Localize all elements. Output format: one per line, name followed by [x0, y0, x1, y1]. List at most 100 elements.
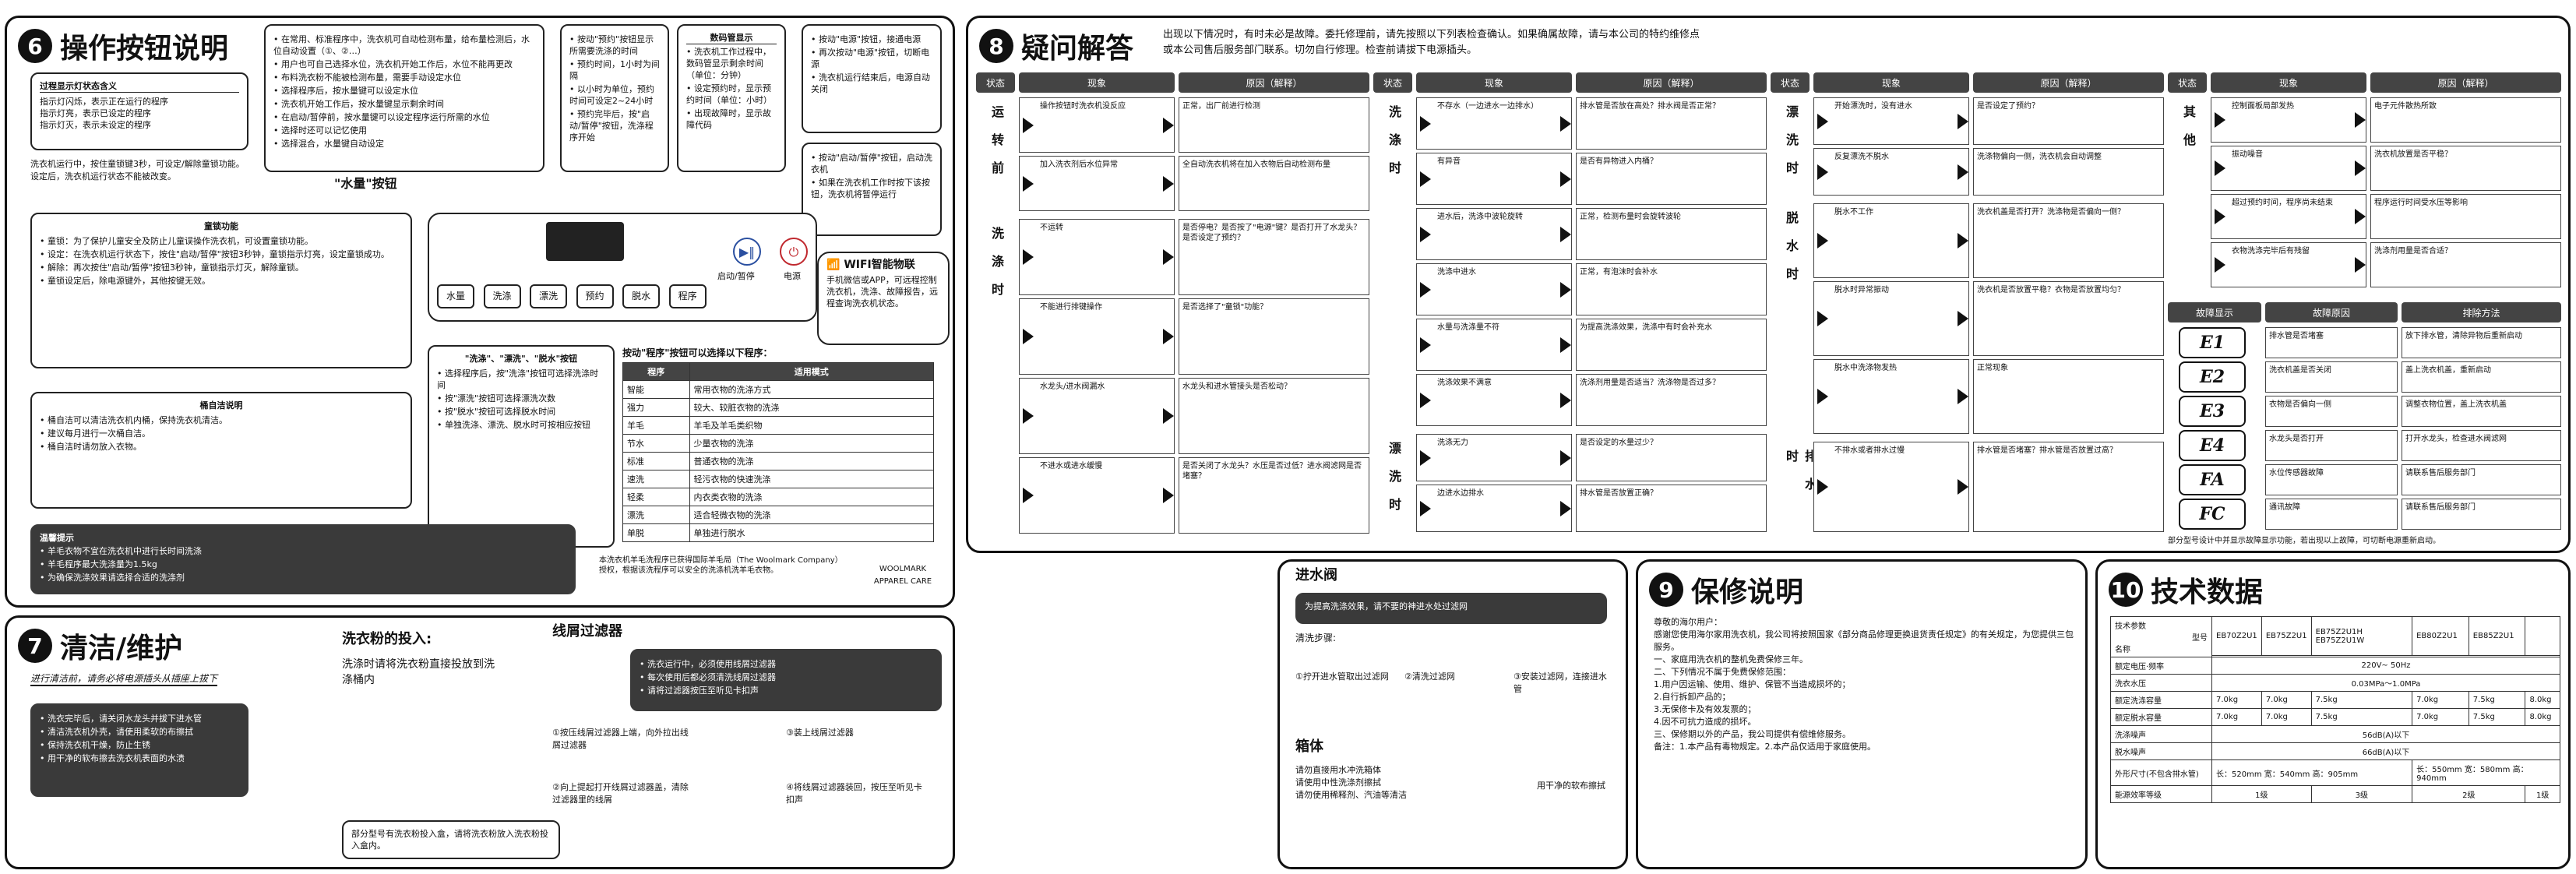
table-row: 强力较大、较脏衣物的洗涤	[622, 398, 934, 417]
legend-line: 指示灯亮，表示已设定的程序	[40, 108, 151, 118]
fault-fix: 调整衣物位置，盖上洗衣机盖	[2402, 396, 2561, 427]
wifi-section: 📶 WIFI智能物联 手机微信或APP，可远程控制洗衣机，洗涤、故障报告，远程查…	[817, 252, 950, 345]
state-label: 脱水时	[1784, 211, 1799, 295]
tub-clean-section: 桶自洁说明 桶自洁可以清洁洗衣机内桶，保持洗衣机清洁。建议每月进行一次桶自洁。桶…	[30, 392, 412, 509]
arrow-right-icon	[1163, 329, 1174, 344]
state-label: 漂洗时	[1387, 442, 1401, 526]
state-label: 洗涤时	[989, 227, 1004, 311]
reserve-button[interactable]: 预约	[576, 284, 614, 308]
troubleshoot-column: 状态现象原因（解释）漂洗时开始漂洗时，没有进水是否设定了预约？反复漂洗不脱水洗涤…	[1771, 72, 2164, 540]
wash-rinse-spin-section: "洗涤"、"漂洗"、"脱水"按钮 选择程序后，按"洗涤"按钮可选择洗涤时间按"漂…	[428, 345, 615, 548]
inlet-note: 为提高洗涤效果，请不要的神进水处过滤网	[1295, 593, 1607, 624]
table-row: 标准普通衣物的洗涤	[622, 452, 934, 470]
water-level-description: 在常用、标准程序中，洗衣机可自动检测布量，给布量检测后，水位自动设置（①、②…）…	[264, 24, 544, 172]
legend-line: 指示灯闪烁，表示正在运行的程序	[40, 97, 168, 107]
table-row: 羊毛羊毛及羊毛类织物	[622, 416, 934, 435]
rinse-button[interactable]: 漂洗	[530, 284, 568, 308]
arrow-right-icon	[1420, 337, 1431, 353]
cause-cell: 排水管是否放置正确？	[1576, 485, 1767, 532]
section-title: 疑问解答	[1021, 33, 1134, 65]
woolmark-logo: WOOLMARK APPAREL CARE	[873, 565, 932, 586]
fault-note: 部分型号设计中并显示故障显示功能，若出现以上故障，可切断电源重新启动。	[2168, 537, 2440, 545]
symptom-cell: 超过预约时间，程序尚未结束	[2211, 194, 2366, 239]
arrow-right-icon	[1023, 117, 1034, 133]
display-title: 数码管显示	[686, 32, 777, 44]
arrow-right-icon	[1163, 117, 1174, 133]
fault-code: FC	[2179, 499, 2246, 530]
section-9-panel: 9 保修说明 尊敬的海尔用户：感谢您使用海尔家用洗衣机，我公司将按照国家《部分商…	[1636, 559, 2088, 869]
section-7-header: 7 清洁/维护	[18, 626, 182, 666]
arrow-right-icon	[1560, 449, 1571, 466]
cause-cell: 电子元件散热所致	[2370, 97, 2561, 143]
wifi-icon: 📶	[826, 259, 840, 271]
symptom-cell: 水量与洗涤量不符	[1416, 319, 1572, 371]
digital-display-description: 数码管显示 洗衣机工作过程中，数码管显示剩余时间（单位：分钟）设定预约时，显示预…	[677, 24, 786, 172]
symptom-cell: 不排水或者排水过慢	[1813, 442, 1969, 532]
symptom-cell: 进水后，洗涤中波轮旋转	[1416, 208, 1572, 260]
wifi-title: WIFI智能物联	[844, 259, 915, 271]
cause-cell: 为提高洗涤效果，洗涤中有时会补充水	[1576, 319, 1767, 371]
fault-code: E1	[2179, 327, 2246, 358]
inlet-steps-label: 清洗步骤:	[1295, 633, 1337, 643]
section-6-panel: 6 操作按钮说明 过程显示灯状态含义 指示灯闪烁，表示正在运行的程序 指示灯亮，…	[5, 16, 955, 608]
name-label: 名称	[2115, 646, 2130, 654]
arrow-right-icon	[2215, 160, 2225, 176]
reserve-description: 按动"预约"按钮显示所需要洗涤的时间预约时间，1小时为间隔以小时为单位，预约时间…	[560, 24, 669, 172]
section-10-header: 10 技术数据	[2109, 569, 2263, 610]
wash-button[interactable]: 洗涤	[483, 284, 521, 308]
symptom-cell: 边进水边排水	[1416, 485, 1572, 532]
cause-cell: 是否设定的水量过少？	[1576, 434, 1767, 481]
section-8-panel: 8 疑问解答 出现以下情况时，有时未必是故障。委托修理前，请先按照以下列表检查确…	[966, 16, 2571, 553]
arrow-right-icon	[1023, 488, 1034, 503]
arrow-right-icon	[1560, 171, 1571, 187]
section-7-panel: 7 清洁/维护 进行清洁前，请务必将电源插头从插座上拔下 洗衣完毕后，请关闭水龙…	[5, 615, 955, 869]
section-title: 技术数据	[2151, 576, 2264, 608]
fault-code: E2	[2179, 361, 2246, 393]
arrow-right-icon	[1163, 249, 1174, 265]
spin-button[interactable]: 脱水	[622, 284, 661, 308]
arrow-right-icon	[1420, 500, 1431, 516]
water-button-label: "水量"按钮	[334, 176, 397, 191]
arrow-right-icon	[2215, 209, 2225, 224]
arrow-right-icon	[1560, 226, 1571, 242]
fault-code: E4	[2179, 430, 2246, 461]
column-header: 状态	[2168, 72, 2207, 93]
state-label: 其他	[2181, 105, 2196, 161]
troubleshoot-column: 状态现象原因（解释）其他控制面板局部发热电子元件散热所致振动噪音洗衣机放置是否平…	[2168, 72, 2561, 291]
arrow-right-icon	[1420, 171, 1431, 187]
column-header: 状态	[1373, 72, 1412, 93]
arrow-right-icon	[2355, 112, 2366, 128]
symptom-cell: 加入洗衣剂后水位异常	[1019, 156, 1175, 211]
arrow-right-icon	[1163, 408, 1174, 424]
column-header: 现象	[1019, 72, 1175, 93]
arrow-right-icon	[1023, 249, 1034, 265]
filter-step: ②向上提起打开线屑过滤器盖，清除过滤器里的线屑	[552, 782, 689, 805]
section-number: 7	[18, 629, 52, 663]
arrow-right-icon	[1420, 449, 1431, 466]
arrow-right-icon	[1023, 175, 1034, 192]
wash-rinse-spin-title: "洗涤"、"漂洗"、"脱水"按钮	[464, 354, 578, 364]
cause-cell: 是否选择了"童锁"功能？	[1179, 298, 1369, 375]
reminder-box: 温馨提示 羊毛衣物不宜在洗衣机中进行长时间洗涤羊毛程序最大洗涤量为1.5kg为确…	[30, 524, 576, 594]
power-icon[interactable]: ⏻	[780, 238, 808, 266]
program-button[interactable]: 程序	[668, 284, 707, 308]
section-8-header: 8 疑问解答	[979, 26, 1133, 66]
arrow-right-icon	[1420, 281, 1431, 298]
section-number: 9	[1649, 573, 1683, 607]
start-pause-icon[interactable]: ▶‖	[733, 238, 761, 266]
arrow-right-icon	[2215, 112, 2225, 128]
arrow-right-icon	[1420, 115, 1431, 132]
filter-step: ③装上线屑过滤器	[786, 728, 854, 738]
water-level-button[interactable]: 水量	[437, 284, 475, 308]
arrow-right-icon	[1560, 500, 1571, 516]
cause-cell: 洗衣机是否放置平稳？衣物是否放置均匀？	[1973, 281, 2164, 356]
symptom-cell: 洗涤中进水	[1416, 263, 1572, 315]
digital-display	[546, 222, 624, 261]
legend-title: 过程显示灯状态含义	[40, 80, 239, 93]
cause-cell: 洗衣机放置是否平稳？	[2370, 146, 2561, 191]
